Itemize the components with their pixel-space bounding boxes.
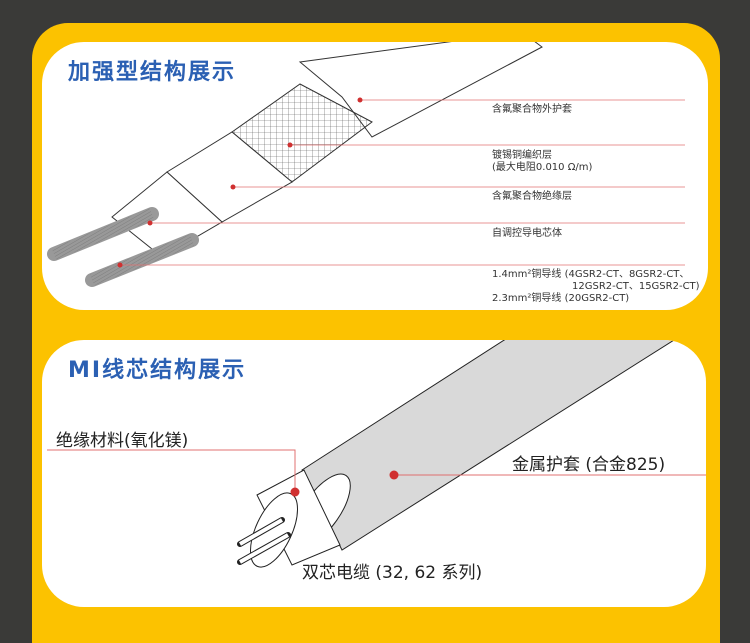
conductor-label: 1.4mm²铜导线 (4GSR2-CT、8GSR2-CT、 12GSR2-CT、… [492, 269, 700, 305]
insulation-material-label: 绝缘材料(氧化镁) [56, 431, 189, 451]
metal-sheath-label: 金属护套 (合金825) [512, 455, 666, 475]
mi-structure-card: MI线芯结构展示 绝缘材料(氧化镁) 金属护套 (合金825) 双芯电缆 (32… [42, 340, 706, 607]
conductor-label-line1: 1.4mm²铜导线 (4GSR2-CT、8GSR2-CT、 [492, 269, 690, 280]
insulation-dot [290, 487, 300, 497]
label-dot [357, 97, 363, 103]
conductor-label-line3: 2.3mm²铜导线 (20GSR2-CT) [492, 293, 630, 304]
conductor-label-line2: 12GSR2-CT、15GSR2-CT) [572, 281, 700, 292]
insulation-label: 含氟聚合物绝缘层 [492, 191, 572, 202]
sheath-dot [389, 470, 399, 480]
heating-cable-illustration [47, 42, 685, 287]
braid-label-line2: (最大电阻0.010 Ω/m) [492, 162, 593, 173]
twin-core-cable-label: 双芯电缆 (32, 62 系列) [302, 563, 483, 583]
braid-label: 镀锡铜编织层 (最大电阻0.010 Ω/m) [492, 150, 592, 174]
braid-label-line1: 镀锡铜编织层 [492, 150, 552, 161]
reinforced-structure-card: 加强型结构展示 含氟聚合物外护套 镀锡铜编织层 (最大电阻0.010 Ω/m) … [42, 42, 708, 310]
mi-cable-illustration [47, 340, 706, 568]
core-label: 自调控导电芯体 [492, 228, 562, 239]
section-title: MI线芯结构展示 [68, 358, 247, 383]
section-title: 加强型结构展示 [68, 60, 237, 85]
outer-jacket-label: 含氟聚合物外护套 [492, 104, 572, 115]
